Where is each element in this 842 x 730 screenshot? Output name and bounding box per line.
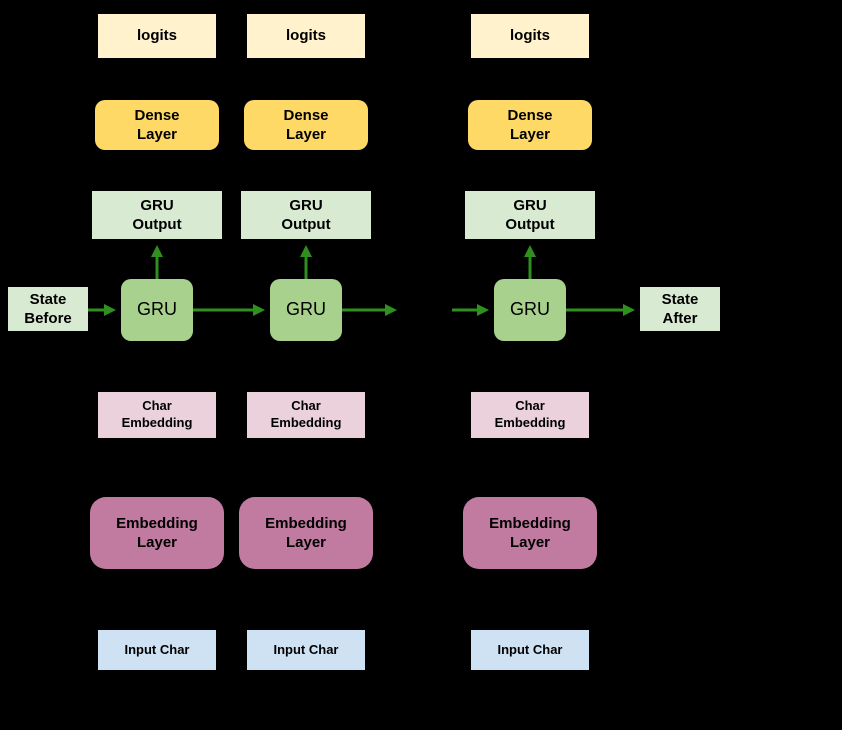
input-char-box: Input Char — [98, 630, 216, 670]
embedding-layer-box: Embedding Layer — [90, 497, 224, 569]
char-embedding-box: Char Embedding — [247, 392, 365, 438]
input-char-box: Input Char — [247, 630, 365, 670]
gru-box: GRU — [270, 279, 342, 341]
gru-box: GRU — [121, 279, 193, 341]
embedding-layer-box: Embedding Layer — [463, 497, 597, 569]
char-embedding-box: Char Embedding — [98, 392, 216, 438]
gru-box: GRU — [494, 279, 566, 341]
dense-layer-box: Dense Layer — [468, 100, 592, 150]
state-after-box: State After — [640, 287, 720, 331]
logits-box: logits — [98, 14, 216, 58]
state-before-box: State Before — [8, 287, 88, 331]
char-embedding-box: Char Embedding — [471, 392, 589, 438]
dense-layer-box: Dense Layer — [244, 100, 368, 150]
input-char-box: Input Char — [471, 630, 589, 670]
logits-box: logits — [471, 14, 589, 58]
logits-box: logits — [247, 14, 365, 58]
gru-output-box: GRU Output — [241, 191, 371, 239]
gru-output-box: GRU Output — [92, 191, 222, 239]
dense-layer-box: Dense Layer — [95, 100, 219, 150]
gru-output-box: GRU Output — [465, 191, 595, 239]
embedding-layer-box: Embedding Layer — [239, 497, 373, 569]
